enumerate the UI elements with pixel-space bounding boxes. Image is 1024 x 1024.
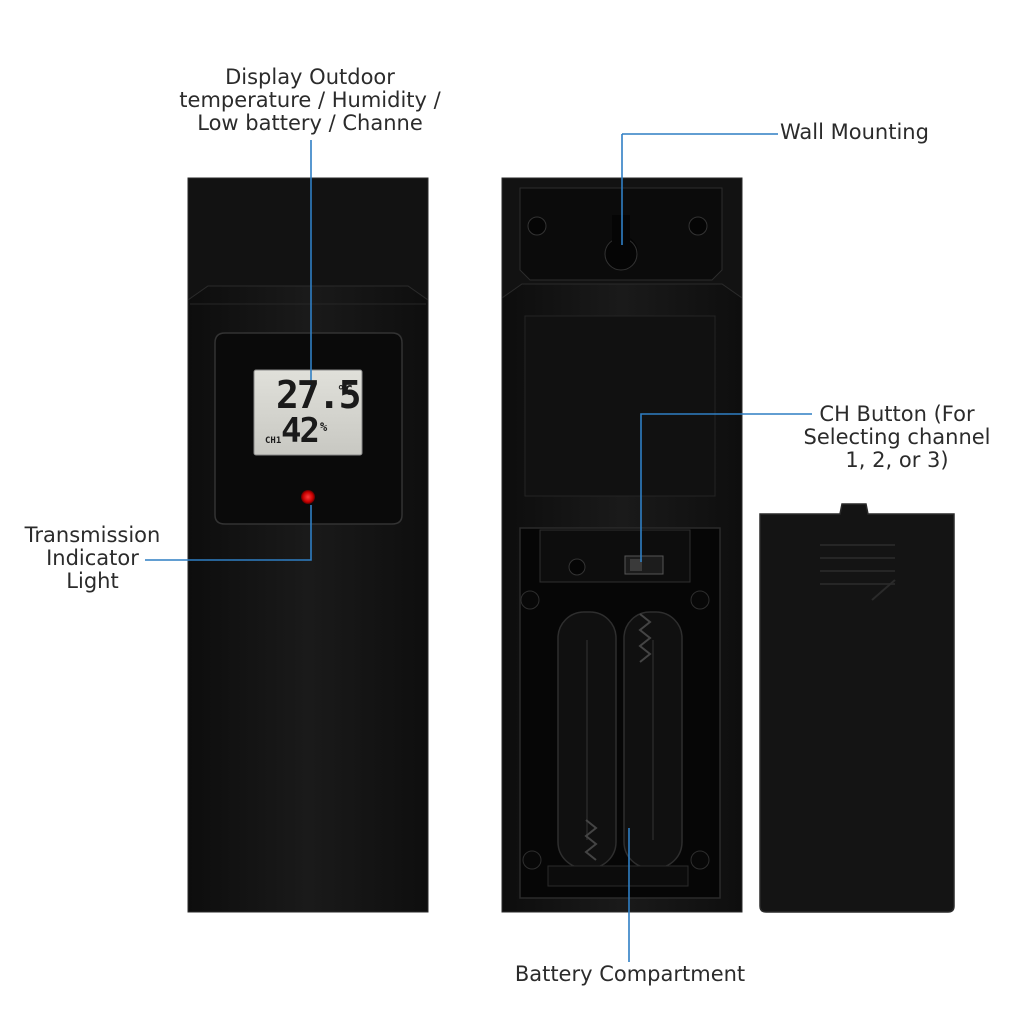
indicator-led (301, 490, 315, 504)
display-callout-line-2: temperature / Humidity / (179, 88, 441, 112)
ch-button-housing (539, 529, 691, 583)
transmission-callout-line-1: Transmission (24, 523, 161, 547)
ch-button-callout-line-1: CH Button (For (819, 402, 975, 426)
transmission-callout: Transmission Indicator Light (10, 524, 175, 593)
display-callout-line-3: Low battery / Channe (197, 111, 423, 135)
lcd-humidity: 42 (281, 411, 320, 451)
battery-compartment (519, 527, 721, 899)
lcd-humidity-unit: % (320, 420, 328, 434)
lcd-temperature: 27.5 (276, 373, 362, 417)
display-callout: Display Outdoor temperature / Humidity /… (150, 66, 470, 135)
wall-mounting-callout: Wall Mounting (780, 120, 929, 144)
front-sensor-unit (187, 177, 429, 913)
spring-contact-bottom (584, 819, 598, 861)
battery-cover (759, 503, 955, 913)
rear-sensor-unit (501, 177, 743, 913)
ch-button-callout: CH Button (For Selecting channel 1, 2, o… (782, 403, 1012, 472)
lcd-temp-unit: °C (337, 384, 353, 399)
leader-lines (145, 133, 812, 962)
lcd-channel: CH1 (265, 436, 282, 446)
battery-compartment-callout: Battery Compartment (514, 962, 746, 986)
ch-button-callout-line-3: 1, 2, or 3) (845, 448, 949, 472)
transmission-callout-line-3: Light (66, 569, 119, 593)
display-callout-line-1: Display Outdoor (225, 65, 395, 89)
spring-contact-top (638, 613, 652, 663)
ch-button-leader-line (640, 413, 812, 562)
transmission-callout-line-2: Indicator (46, 546, 139, 570)
transmission-leader-line (145, 505, 312, 561)
ch-button-callout-line-2: Selecting channel (803, 425, 991, 449)
mount-screw-hole-right (688, 216, 708, 236)
lcd-screen (253, 369, 363, 456)
mount-screw-hole-left (527, 216, 547, 236)
